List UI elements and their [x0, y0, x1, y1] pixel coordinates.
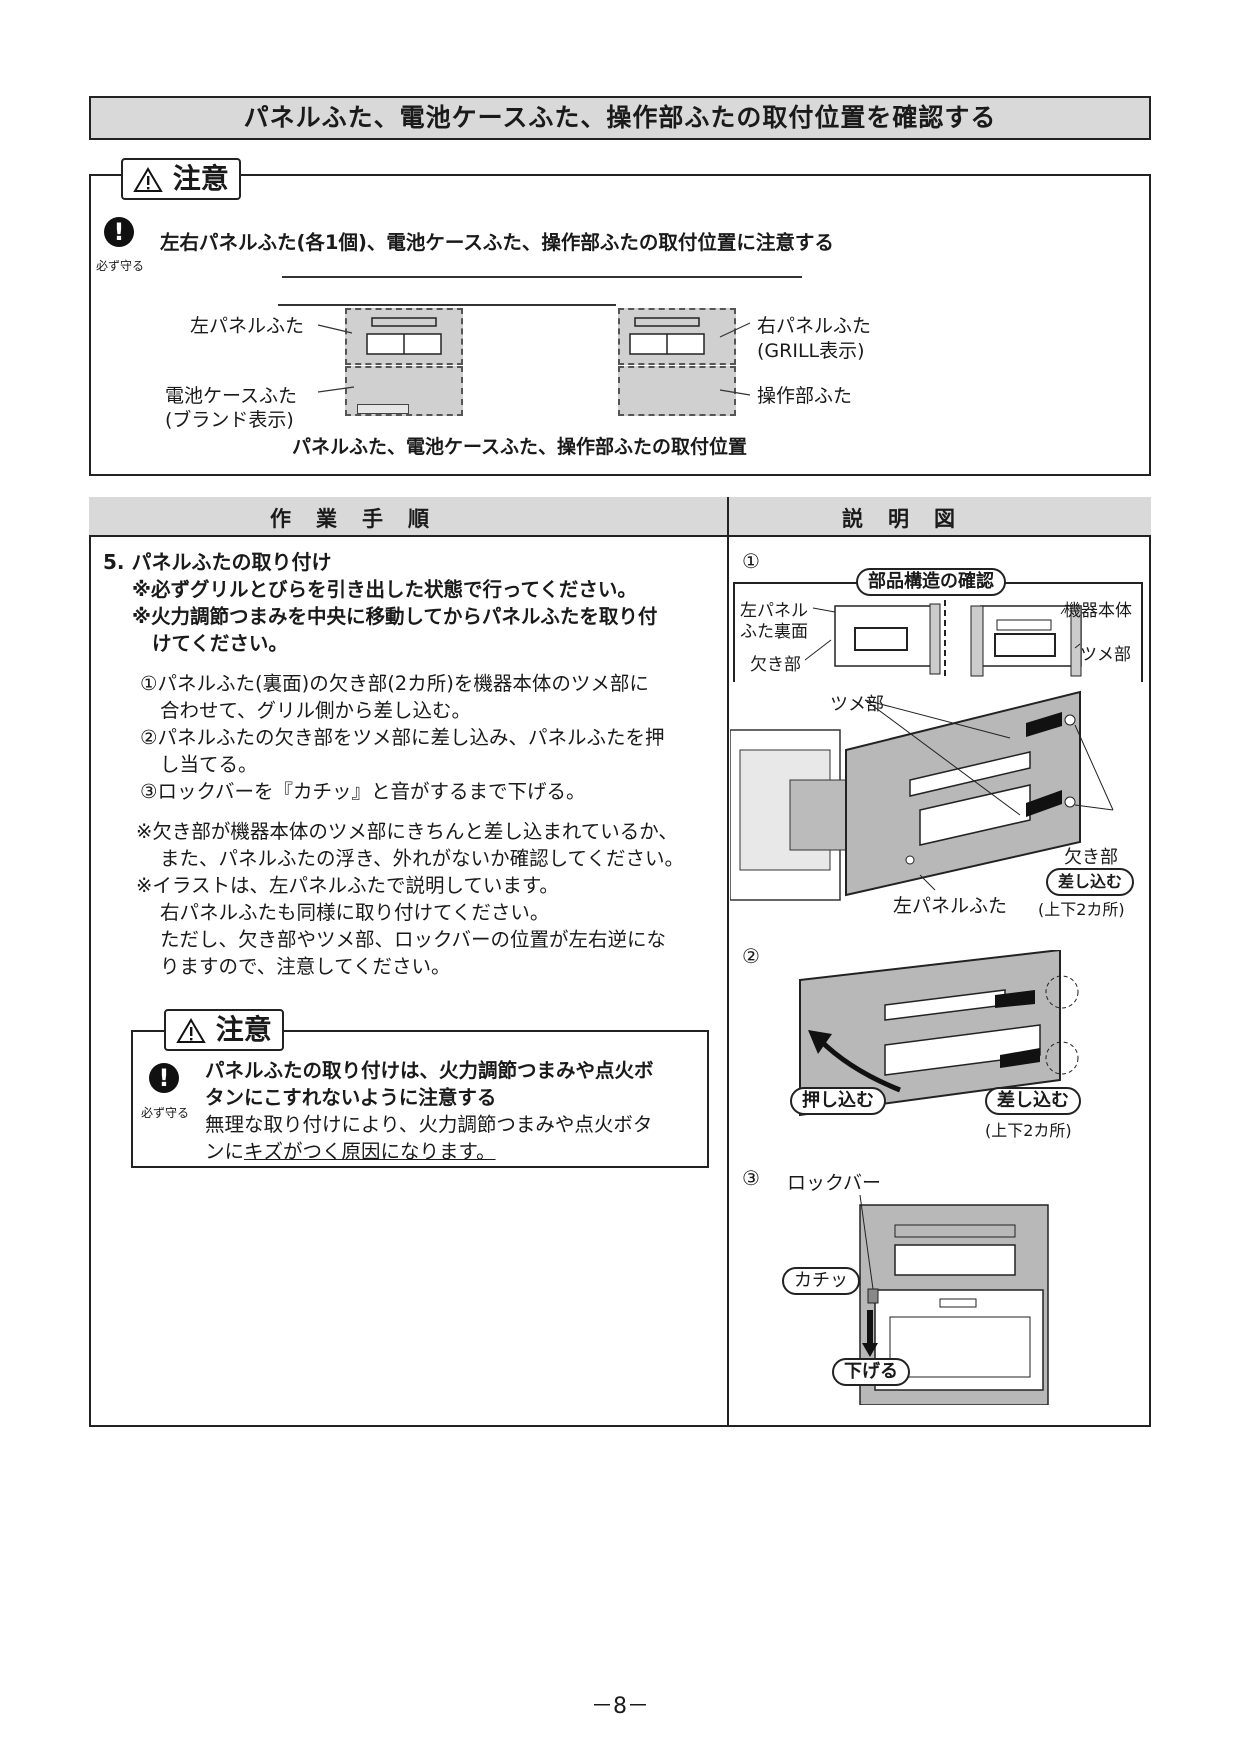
must-label: 必ず守る — [141, 1106, 190, 1120]
lockbar-illustration — [859, 1195, 1049, 1405]
panel-knob-icon — [366, 317, 442, 355]
fig2-push-pill: 押し込む — [790, 1087, 886, 1115]
fig3-lower-pill: 下げる — [832, 1358, 910, 1386]
fig2-two-places: (上下2カ所) — [985, 1121, 1072, 1140]
fig1-two-places: (上下2カ所) — [1038, 900, 1125, 919]
exclamation-icon: ! — [149, 1063, 179, 1093]
note-1a: ※欠き部が機器本体のツメ部にきちんと差し込まれているか、 — [136, 820, 678, 843]
label-battery-cover: 電池ケースふた — [165, 385, 298, 407]
note-2b: 右パネルふたも同様に取り付けてください。 — [160, 901, 550, 924]
caution2-text-b: ンにキズがつく原因になります。 — [205, 1140, 496, 1163]
caution-tag-2: 注意 — [164, 1009, 284, 1051]
fig1-number: ① — [742, 549, 760, 573]
fig3-lockbar-label: ロックバー — [787, 1172, 882, 1194]
fig3-number: ③ — [742, 1166, 760, 1190]
panel-knob-icon — [629, 317, 705, 355]
note-2c: ただし、欠き部やツメ部、ロックバーの位置が左右逆にな — [160, 928, 667, 951]
fig1-left-panel-label: 左パネルふた — [893, 895, 1008, 917]
fig1-divider — [944, 590, 948, 676]
caution-text: 左右パネルふた(各1個)、電池ケースふた、操作部ふたの取付位置に注意する — [160, 231, 834, 254]
counter-line-mid — [462, 304, 616, 306]
note-1b: また、パネルふたの浮き、外れがないか確認してください。 — [160, 847, 684, 870]
fig1-body-label: 機器本体 — [1064, 601, 1132, 621]
fig1-pill: 部品構造の確認 — [856, 568, 1006, 596]
panel-install-illustration — [730, 690, 1114, 901]
page-title: パネルふた、電池ケースふた、操作部ふたの取付位置を確認する — [89, 96, 1151, 140]
note-bold-2a: ※火力調節つまみを中央に移動してからパネルふたを取り付 — [132, 605, 658, 628]
battery-case-cover — [345, 366, 463, 416]
caution2-bold-a: パネルふたの取り付けは、火力調節つまみや点火ボ — [205, 1059, 654, 1082]
note-bold-1: ※必ずグリルとびらを引き出した状態で行ってください。 — [132, 578, 637, 601]
left-panel-cover — [345, 308, 463, 365]
step-2a: ②パネルふたの欠き部をツメ部に差し込み、パネルふたを押 — [140, 726, 665, 749]
caution-box — [89, 174, 1151, 476]
caution-tag: 注意 — [121, 158, 241, 200]
fig1-insert-pill: 差し込む — [1046, 868, 1135, 896]
label-grill: (GRILL表示) — [757, 340, 865, 362]
step-2b: し当てる。 — [160, 753, 258, 776]
leader-lines — [317, 322, 751, 396]
right-panel-cover — [618, 308, 736, 365]
fig1-claw-label: ツメ部 — [1080, 645, 1131, 665]
header-illustration: 説 明 図 — [842, 507, 957, 531]
counter-line — [282, 276, 802, 278]
label-left-panel: 左パネルふた — [190, 315, 305, 337]
note-bold-2b: けてください。 — [152, 632, 288, 655]
fig1-left-label-a: 左パネル — [740, 601, 808, 621]
page-number: －8－ — [591, 1694, 649, 1719]
caution2-text-a: 無理な取り付けにより、火力調節つまみや点火ボタ — [205, 1113, 653, 1136]
column-divider — [727, 497, 729, 1427]
fig2-number: ② — [742, 944, 760, 968]
table-header — [89, 497, 1151, 537]
step-1b: 合わせて、グリル側から差し込む。 — [160, 699, 472, 722]
fig1-left-label-b: ふた裏面 — [740, 622, 808, 642]
brand-plate — [357, 404, 409, 414]
caution-tag-label: 注意 — [172, 162, 229, 195]
header-procedure: 作 業 手 順 — [270, 507, 431, 531]
fig2-insert-pill: 差し込む — [985, 1087, 1081, 1115]
structure-diagram — [804, 603, 1082, 677]
fig1-notch-label: 欠き部 — [750, 655, 801, 675]
fig3-click-bubble: カチッ — [782, 1267, 860, 1295]
panel-push-illustration — [799, 950, 1079, 1117]
must-label: 必ず守る — [96, 259, 145, 273]
caution2-bold-b: タンにこすれないように注意する — [205, 1086, 497, 1109]
step-1a: ①パネルふた(裏面)の欠き部(2カ所)を機器本体のツメ部に — [140, 672, 649, 695]
fig1-frame-left — [733, 582, 735, 682]
fig1-frame-right — [1141, 582, 1143, 682]
label-operation-cover: 操作部ふた — [757, 385, 853, 407]
step-3: ③ロックバーを『カチッ』と音がするまで下げる。 — [140, 780, 586, 803]
note-2a: ※イラストは、左パネルふたで説明しています。 — [136, 874, 559, 897]
operation-cover — [618, 366, 736, 416]
label-right-panel: 右パネルふた — [757, 315, 872, 337]
fig1-claw2-label: ツメ部 — [830, 694, 884, 715]
counter-line-left — [278, 304, 462, 306]
exclamation-icon: ! — [104, 217, 134, 247]
caution-box-2 — [131, 1030, 709, 1168]
step-title: 5. パネルふたの取り付け — [103, 550, 332, 574]
label-brand: (ブランド表示) — [165, 409, 294, 431]
warning-icon — [176, 1018, 206, 1043]
warning-icon — [133, 167, 163, 192]
caution-tag-label: 注意 — [215, 1013, 272, 1046]
note-2d: りますので、注意してください。 — [160, 955, 451, 978]
fig1-notch2-label: 欠き部 — [1064, 847, 1118, 868]
diagram-caption: パネルふた、電池ケースふた、操作部ふたの取付位置 — [292, 436, 748, 458]
